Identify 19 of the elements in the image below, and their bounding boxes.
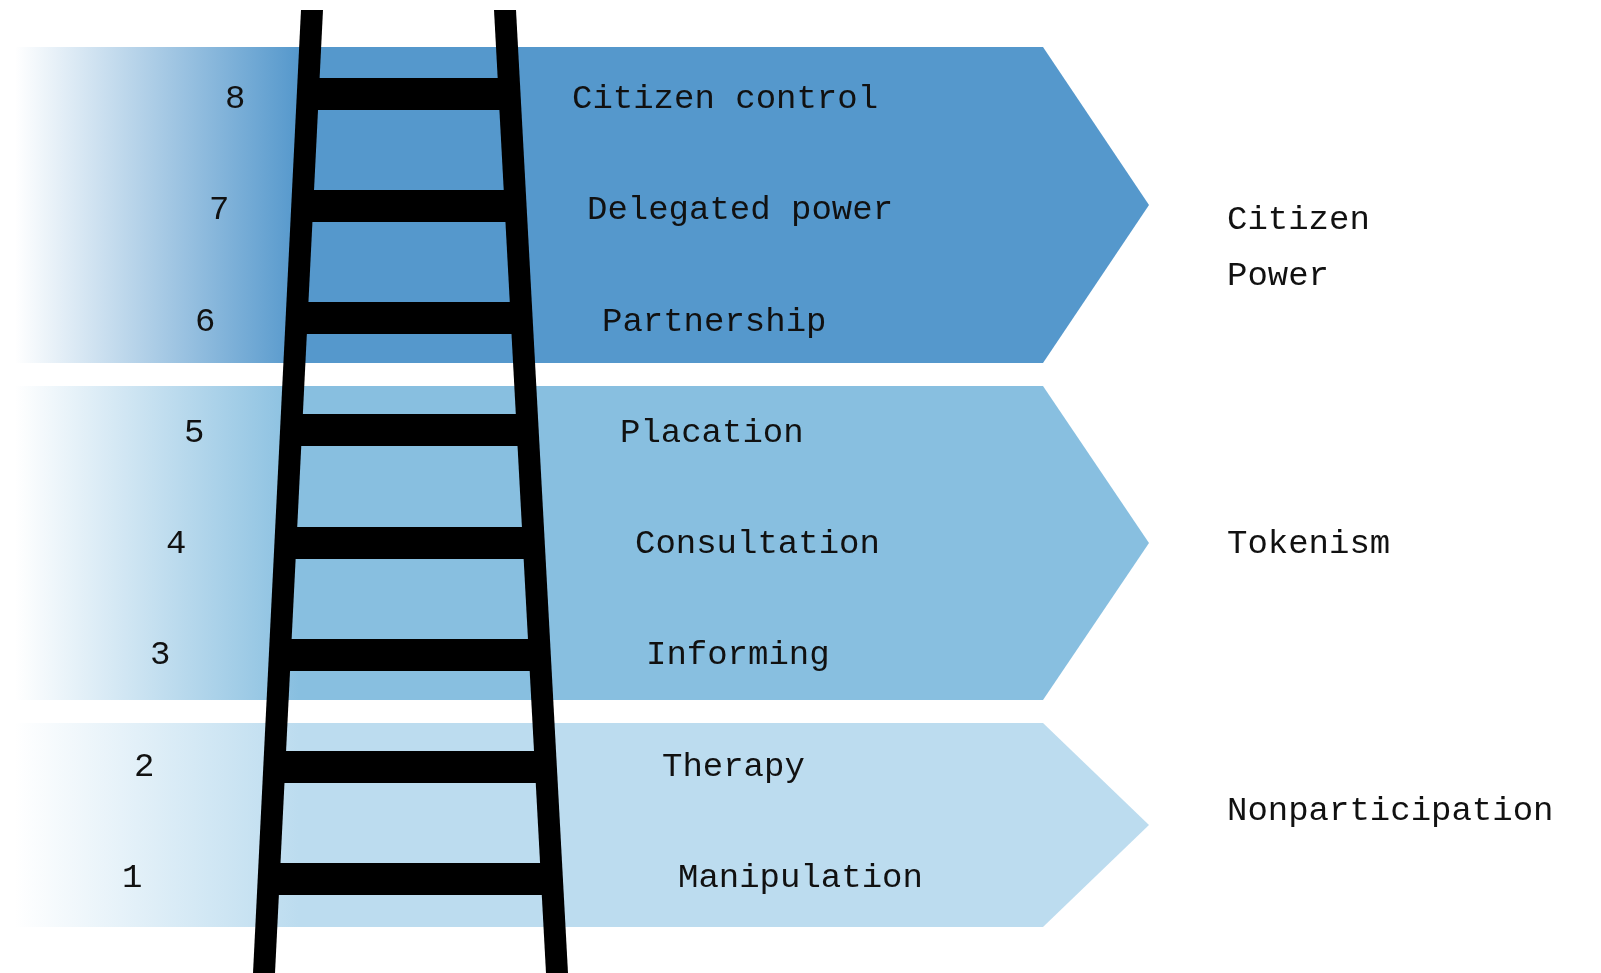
- group-label: Citizen Power: [1227, 200, 1371, 297]
- rung-label: Partnership: [602, 302, 827, 343]
- rung-label: Therapy: [662, 747, 805, 788]
- rung-label: Placation: [620, 413, 804, 454]
- rung-label: Delegated power: [587, 190, 894, 231]
- group-label: Tokenism: [1227, 524, 1392, 565]
- rung-label: Citizen control: [572, 79, 879, 120]
- rung-number: 7: [209, 190, 230, 231]
- group-label: Nonparticipation: [1227, 791, 1555, 832]
- rung-number: 5: [184, 413, 205, 454]
- rung-number: 8: [225, 79, 246, 120]
- rung-label: Informing: [646, 635, 830, 676]
- rung-number: 3: [150, 635, 171, 676]
- rung-number: 2: [134, 747, 155, 788]
- rung-label: Consultation: [635, 524, 880, 565]
- rung-number: 4: [166, 524, 187, 565]
- rung-number: 1: [122, 858, 143, 899]
- rung-number: 6: [195, 302, 216, 343]
- rung-label: Manipulation: [678, 858, 923, 899]
